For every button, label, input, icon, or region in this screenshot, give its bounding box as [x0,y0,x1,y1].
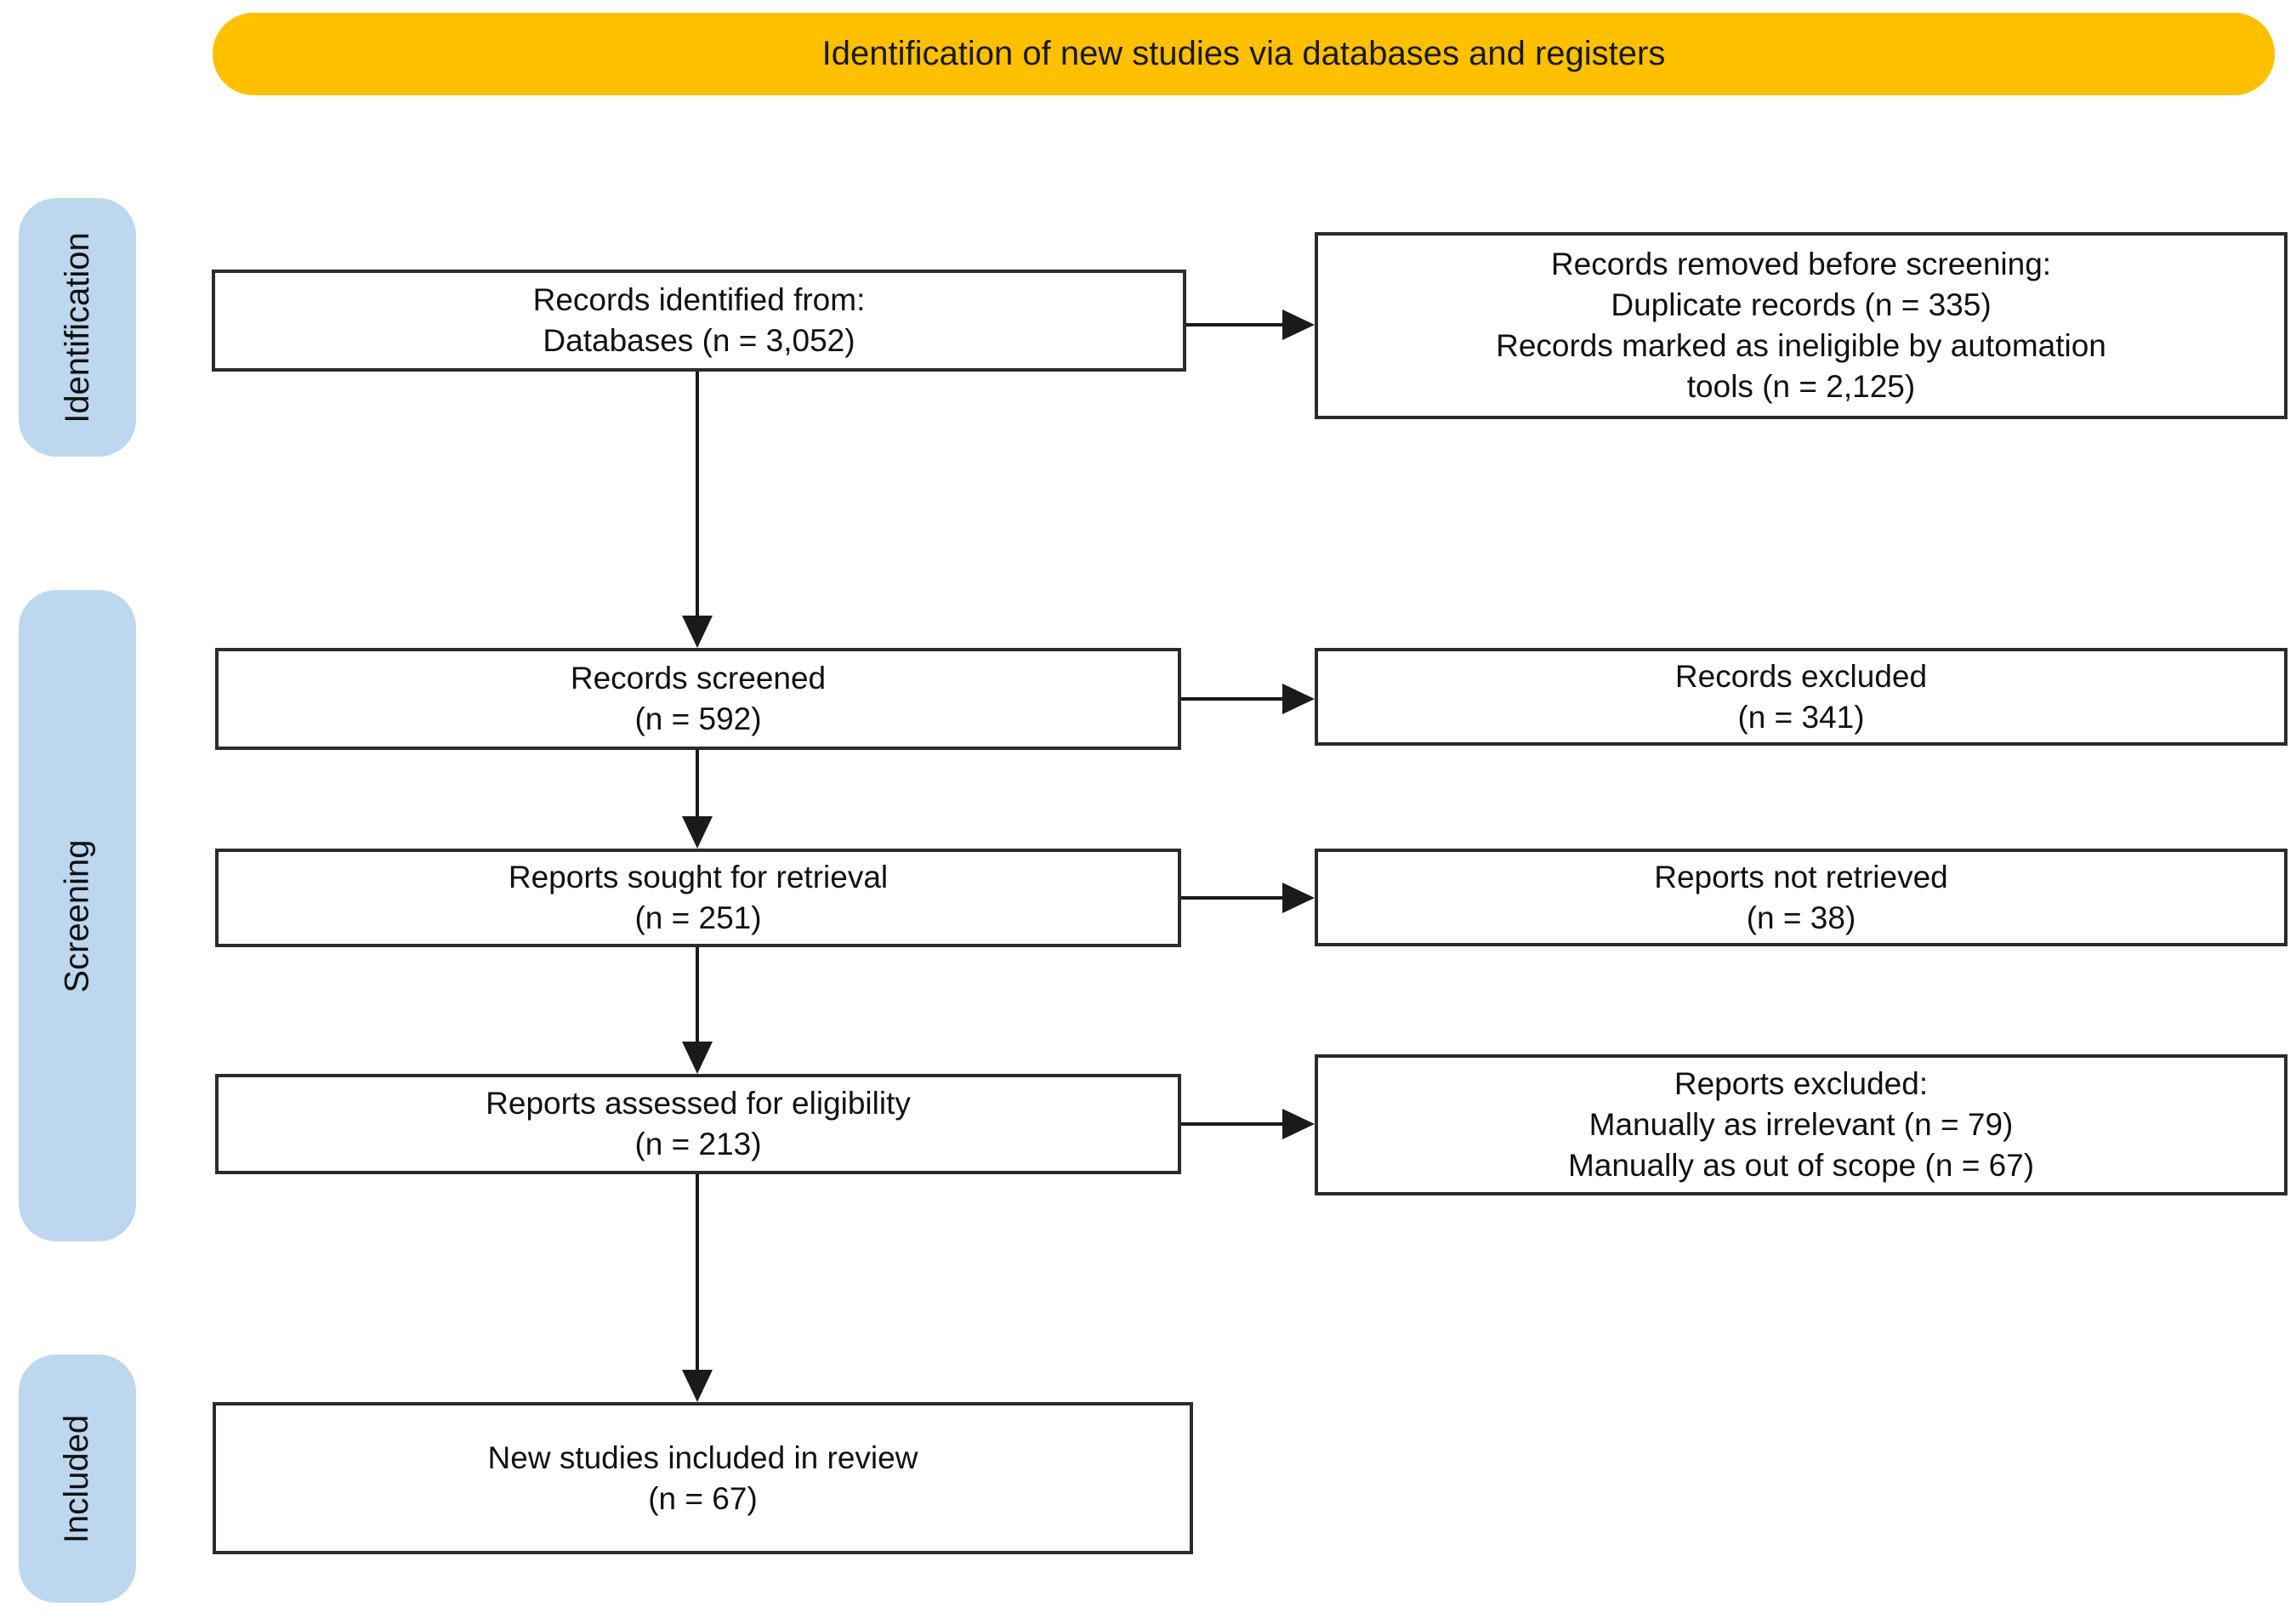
arrow-line [696,372,699,617]
box-records-removed: Records removed before screening: Duplica… [1315,232,2287,419]
box-line: Databases (n = 3,052) [543,323,855,358]
box-reports-not-retrieved: Reports not retrieved (n = 38) [1315,849,2287,946]
box-records-identified: Records identified from: Databases (n = 3… [212,270,1186,372]
title-banner-label: Identification of new studies via databa… [821,35,1666,72]
box-line: Records marked as ineligible by automati… [1496,328,2106,363]
box-line: (n = 592) [634,701,762,736]
arrow-head-down-icon [682,816,713,849]
box-line: tools (n = 2,125) [1686,369,1916,404]
box-line: Reports not retrieved [1654,859,1948,894]
box-line: Manually as out of scope (n = 67) [1567,1148,2035,1183]
arrow-head-right-icon [1282,684,1315,714]
arrow-line [696,750,699,818]
arrow-head-down-icon [682,616,713,648]
box-line: Records screened [570,661,827,696]
box-line: (n = 213) [634,1127,762,1161]
arrow-head-right-icon [1282,883,1315,913]
box-line: Duplicate records (n = 335) [1611,287,1992,322]
box-line: Records excluded [1674,658,1928,694]
box-reports-excluded: Reports excluded: Manually as irrelevant … [1315,1054,2287,1195]
title-banner: Identification of new studies via databa… [213,13,2275,95]
box-line: Reports excluded: [1674,1066,1929,1101]
stage-label-included-text: Included [58,1414,96,1543]
box-line: Records removed before screening: [1550,247,2052,281]
arrow-head-right-icon [1282,309,1315,340]
box-records-excluded: Records excluded (n = 341) [1315,648,2287,746]
box-reports-sought: Reports sought for retrieval (n = 251) [215,849,1181,947]
box-line: Reports sought for retrieval [508,860,889,894]
arrow-line [1181,896,1284,900]
arrow-head-down-icon [682,1370,713,1402]
stage-label-screening: Screening [19,590,136,1241]
box-line: (n = 341) [1737,699,1865,735]
box-line: (n = 251) [634,900,762,935]
box-line: (n = 38) [1746,900,1856,935]
arrow-line [1181,697,1284,701]
arrow-line [696,1174,699,1371]
stage-label-included: Included [19,1354,136,1603]
box-reports-assessed: Reports assessed for eligibility (n = 213… [215,1074,1181,1174]
arrow-line [1181,1122,1284,1126]
box-line: (n = 67) [648,1480,758,1516]
arrow-head-right-icon [1282,1109,1315,1139]
box-records-screened: Records screened (n = 592) [215,648,1181,750]
arrow-head-down-icon [682,1042,713,1074]
box-line: New studies included in review [487,1439,918,1475]
stage-label-identification: Identification [19,198,136,457]
arrow-line [696,947,699,1043]
arrow-line [1186,323,1284,327]
box-line: Manually as irrelevant (n = 79) [1588,1107,2014,1142]
stage-label-identification-text: Identification [58,231,96,423]
box-new-studies-included: New studies included in review (n = 67) [213,1402,1193,1554]
box-line: Records identified from: [532,282,866,317]
box-line: Reports assessed for eligibility [486,1086,911,1121]
stage-label-screening-text: Screening [58,838,96,993]
